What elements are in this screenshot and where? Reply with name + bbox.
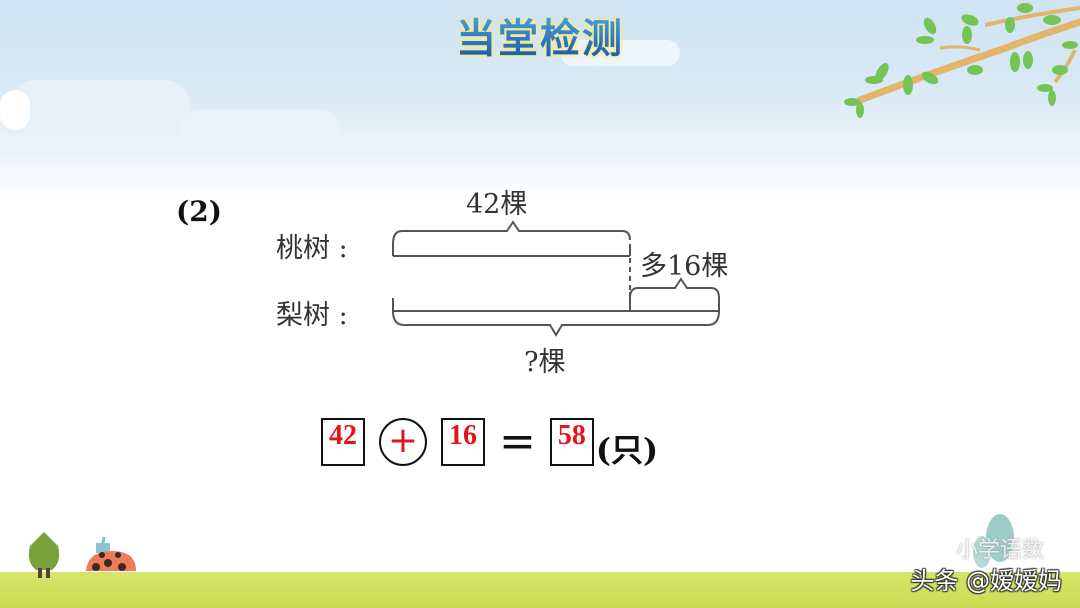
peach-tree-label: 桃树 :: [276, 233, 348, 264]
slide-title: 当堂检测: [0, 6, 1080, 64]
tree-branch-decoration: [844, 3, 1080, 118]
operator-circle: +: [379, 418, 427, 466]
equals-sign: =: [499, 416, 536, 467]
result-box: 58: [549, 418, 594, 466]
equation: 42 + 16 = 58 (只): [321, 413, 658, 471]
ladybug-decoration: [86, 536, 136, 571]
peach-count-label: 42棵: [466, 189, 528, 220]
pear-tree-label: 梨树 :: [276, 300, 348, 331]
unit-label: (只): [595, 431, 659, 469]
cloud: [0, 90, 30, 130]
cloud: [10, 80, 190, 130]
author-watermark: 头条 @嫒嫒妈: [910, 567, 1062, 595]
problem-number: (2): [176, 195, 222, 228]
cloud: [560, 40, 680, 66]
cloud: [180, 110, 340, 150]
ground-grass: [0, 572, 1080, 608]
operand2-box: 16: [441, 418, 485, 466]
sky-background: [0, 0, 1080, 200]
faint-watermark: 小学语数: [955, 538, 1044, 563]
tree-decoration: [973, 514, 1014, 568]
bush-decoration: [28, 532, 60, 578]
difference-label: 多16棵: [640, 251, 729, 282]
total-unknown-label: ?棵: [524, 347, 566, 378]
operand1-box: 42: [321, 418, 365, 466]
